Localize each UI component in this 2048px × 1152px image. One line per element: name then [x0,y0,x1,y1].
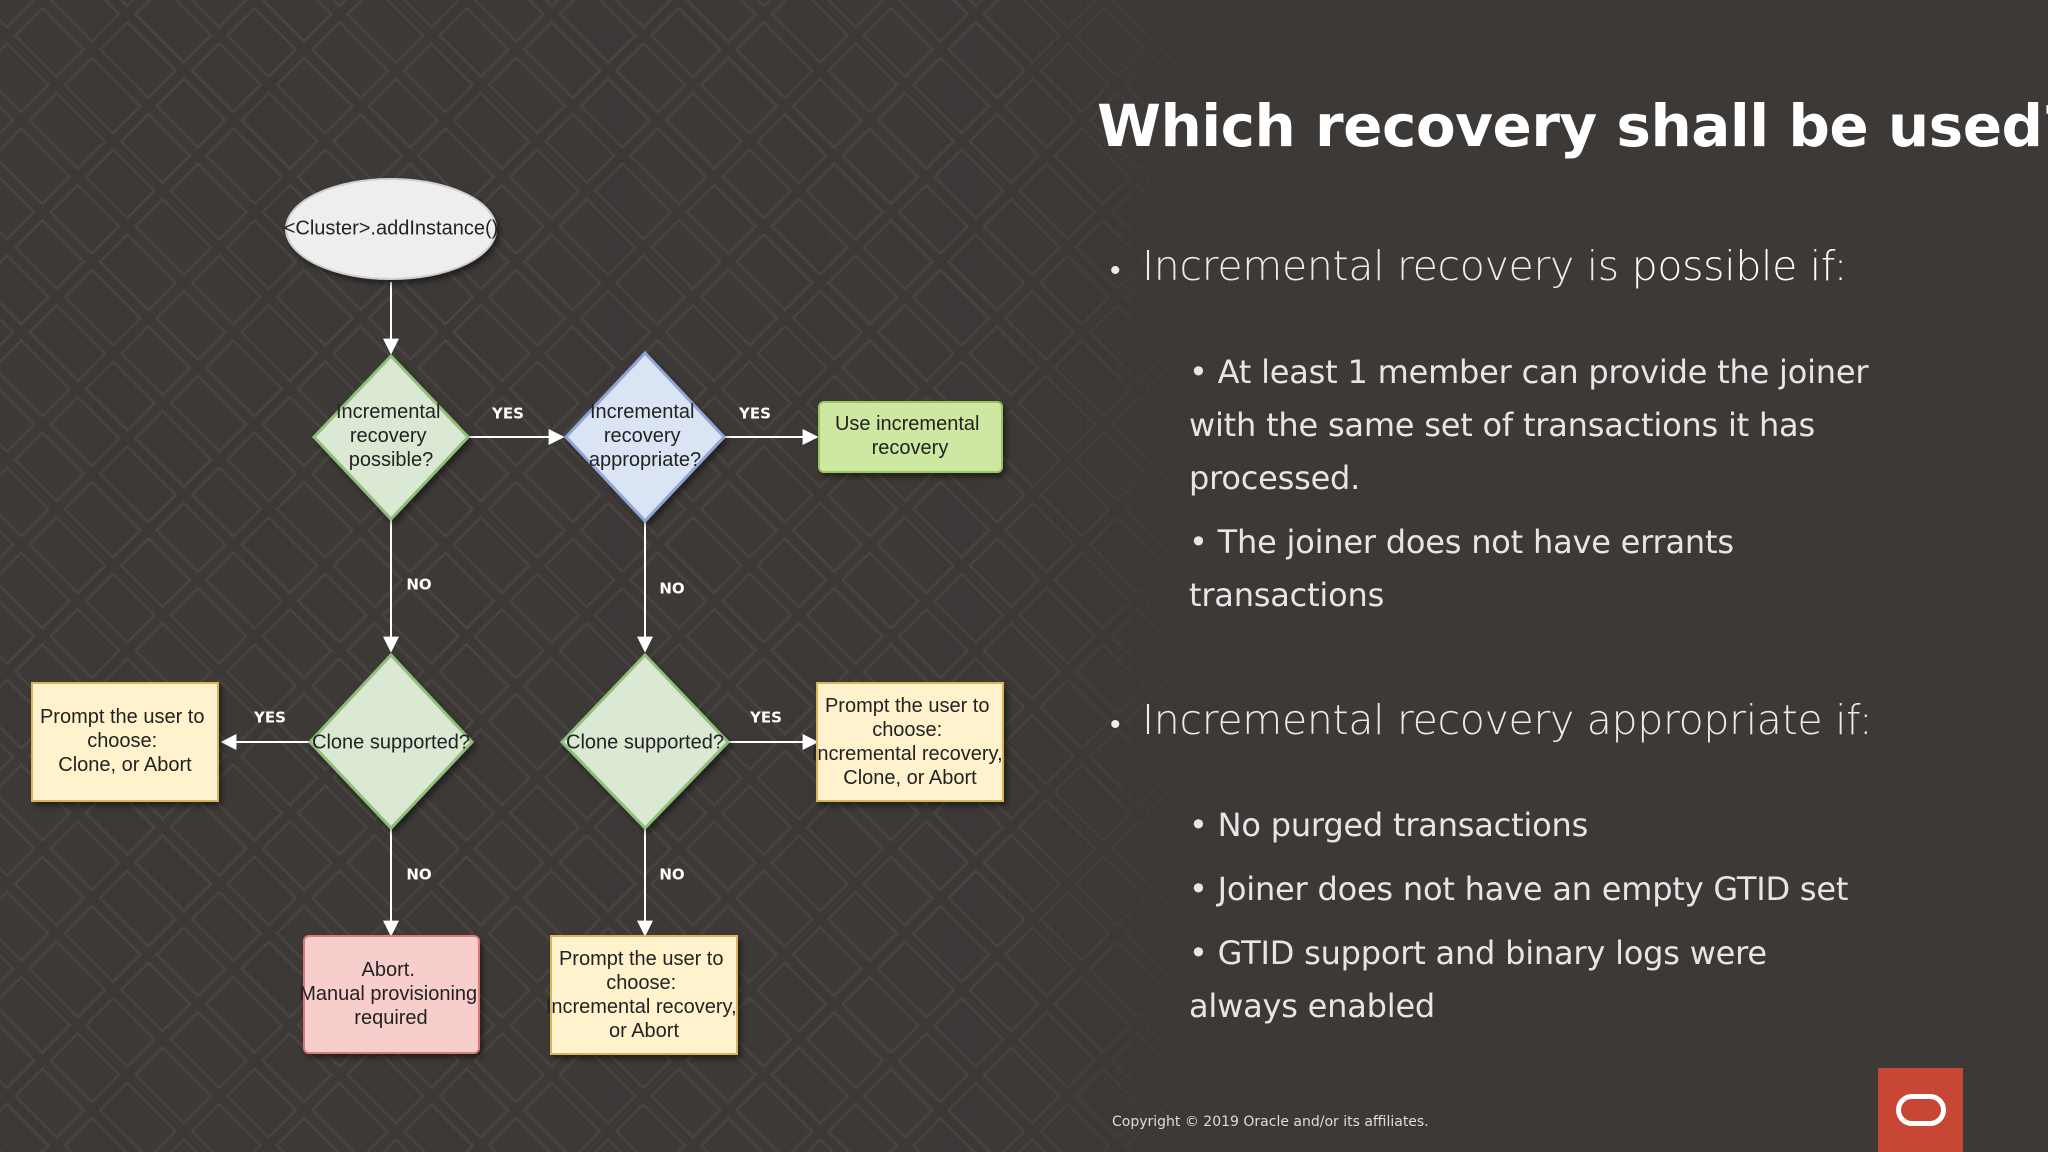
node-prompt-right-line4: Clone, or Abort [843,767,977,789]
section2-bullet: • [1110,707,1121,742]
node-prompt-right-text: Prompt the user to choose: Incremental r… [812,695,1008,789]
section1-emphasis: possible if: [1631,242,1848,290]
section2-heading: • Incremental recovery appropriate if: [1110,696,1873,744]
decision-clone-right [559,652,731,831]
decision-clone-left-text: Clone supported? [312,731,470,753]
node-prompt-bottom-line4: or Abort [609,1020,679,1042]
node-use-incremental-line1: Use incremental [835,413,980,435]
label-no-possible: NO [406,576,431,594]
node-abort-line2: Manual provisioning [299,983,477,1005]
decision-possible [311,353,471,522]
label-no-clone-left: NO [406,866,431,884]
decision-appropriate-line2: recovery [604,425,681,447]
section1-item-2: • The joiner does not have errants trans… [1189,523,1734,614]
decision-possible-line1: Incremental [336,401,441,423]
slide-title: Which recovery shall be used? [1097,92,2048,160]
node-prompt-right-line1: Prompt the user to [825,695,990,717]
node-prompt-right [816,682,1004,802]
node-prompt-right-line2: choose: [872,719,942,741]
section2-item-2: • Joiner does not have an empty GTID set [1189,870,1849,908]
copyright-text: Copyright © 2019 Oracle and/or its affil… [1112,1114,1429,1130]
decision-appropriate-text: Incremental recovery appropriate? [589,401,701,471]
decision-clone-left [307,652,475,831]
node-abort-line1: Abort. [362,959,415,981]
decision-clone-right-text: Clone supported? [566,731,724,753]
decision-possible-text: Incremental recovery possible? [336,401,446,471]
section2-item-3: • GTID support and binary logs were alwa… [1189,934,1767,1025]
oracle-ring-icon [1895,1094,1946,1126]
section1-heading: • Incremental recovery is possible if: [1110,242,1847,290]
node-prompt-left-line2: choose: [87,730,157,752]
label-yes-possible: YES [491,405,524,423]
label-yes-clone-right: YES [749,709,782,727]
label-no-clone-right: NO [659,866,684,884]
node-prompt-bottom-line3: Incremental recovery, [546,996,737,1018]
node-prompt-bottom-line1: Prompt the user to [559,948,724,970]
node-abort-text: Abort. Manual provisioning required [299,959,482,1029]
node-prompt-left-text: Prompt the user to choose: Clone, or Abo… [40,706,210,776]
node-prompt-left-line1: Prompt the user to [40,706,205,728]
decision-possible-line2: recovery [350,425,427,447]
node-prompt-right-line3: Incremental recovery, [812,743,1003,765]
section1-bullet: • [1110,253,1121,288]
node-use-incremental [818,401,1003,473]
node-use-incremental-line2: recovery [872,437,949,459]
node-abort-line3: required [354,1007,427,1029]
node-start-text: <Cluster>.addInstance() [284,217,499,239]
flow-edges [220,282,819,937]
label-yes-clone-left: YES [253,709,286,727]
decision-appropriate-line3: appropriate? [589,449,701,471]
decision-possible-line3: possible? [349,449,434,471]
section2-lead: Incremental recovery appropriate if: [1142,696,1873,744]
label-yes-appropriate: YES [738,405,771,423]
node-prompt-bottom-text: Prompt the user to choose: Incremental r… [546,948,742,1042]
decision-appropriate-line1: Incremental [590,401,695,423]
node-prompt-bottom [550,935,738,1055]
oracle-logo-icon [1878,1068,1963,1152]
node-prompt-left-line3: Clone, or Abort [58,754,192,776]
section1-lead: Incremental recovery is [1142,242,1632,290]
node-prompt-left [31,682,219,802]
section1-item-1: • At least 1 member can provide the join… [1189,353,1869,497]
node-start [285,178,497,280]
section2-item-1: • No purged transactions [1189,806,1589,844]
node-use-incremental-text: Use incremental recovery [835,413,985,459]
decision-appropriate [563,350,727,524]
node-abort [303,935,480,1054]
node-prompt-bottom-line2: choose: [606,972,676,994]
recovery-flowchart: YES YES NO NO YES YES NO NO <Cluster>.ad… [31,178,1008,1055]
label-no-appropriate: NO [659,580,684,598]
